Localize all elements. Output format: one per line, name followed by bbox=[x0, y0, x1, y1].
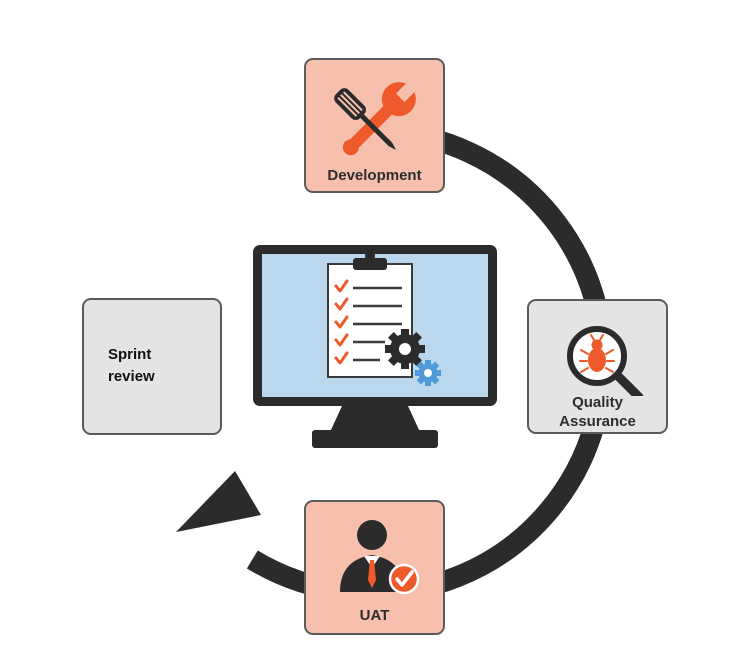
uat-label: UAT bbox=[359, 607, 390, 624]
quality-assurance-label: Quality Assurance bbox=[559, 394, 636, 430]
monitor-checklist-icon bbox=[253, 245, 497, 448]
sprint-review-label: Sprint review bbox=[108, 346, 155, 385]
development-node: Development bbox=[304, 58, 445, 193]
quality-assurance-node: Quality Assurance bbox=[527, 299, 668, 434]
development-label: Development bbox=[327, 167, 422, 184]
arrowhead bbox=[176, 471, 261, 532]
bug-magnifier-icon bbox=[567, 326, 644, 396]
wrench-screwdriver-icon bbox=[334, 77, 421, 156]
sprint-review-node: Sprint review bbox=[82, 298, 222, 435]
user-check-icon bbox=[340, 520, 420, 595]
uat-node: UAT bbox=[304, 500, 445, 635]
